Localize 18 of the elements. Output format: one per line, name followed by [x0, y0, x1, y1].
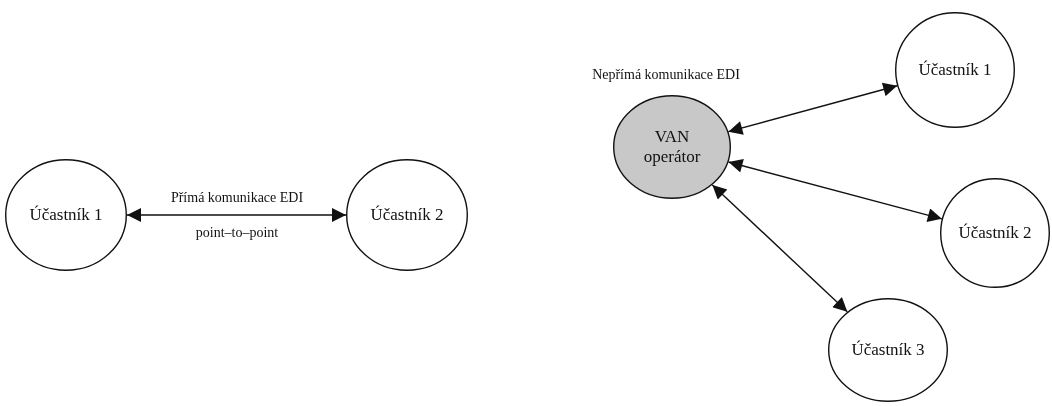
caption-text: Nepřímá komunikace EDI: [590, 67, 742, 83]
node-label: Účastník 2: [370, 205, 444, 225]
double-arrow: [126, 208, 347, 222]
node-label: Účastník 3: [851, 340, 925, 360]
participant-circle: [346, 159, 468, 271]
participant-circle: [613, 95, 731, 199]
node-label: Účastník 1: [918, 60, 992, 80]
node-label: Účastník 1: [29, 205, 103, 225]
participant-circle: [940, 178, 1050, 288]
node-label: VAN operátor: [642, 127, 702, 167]
node-label: Účastník 2: [958, 223, 1032, 243]
double-arrow: [711, 184, 849, 313]
double-arrow: [727, 82, 898, 135]
participant-circle: [5, 159, 127, 271]
caption-text: point–to–point: [193, 225, 281, 241]
participant-circle: [828, 298, 948, 402]
participant-circle: [895, 12, 1015, 128]
double-arrow: [727, 158, 943, 222]
